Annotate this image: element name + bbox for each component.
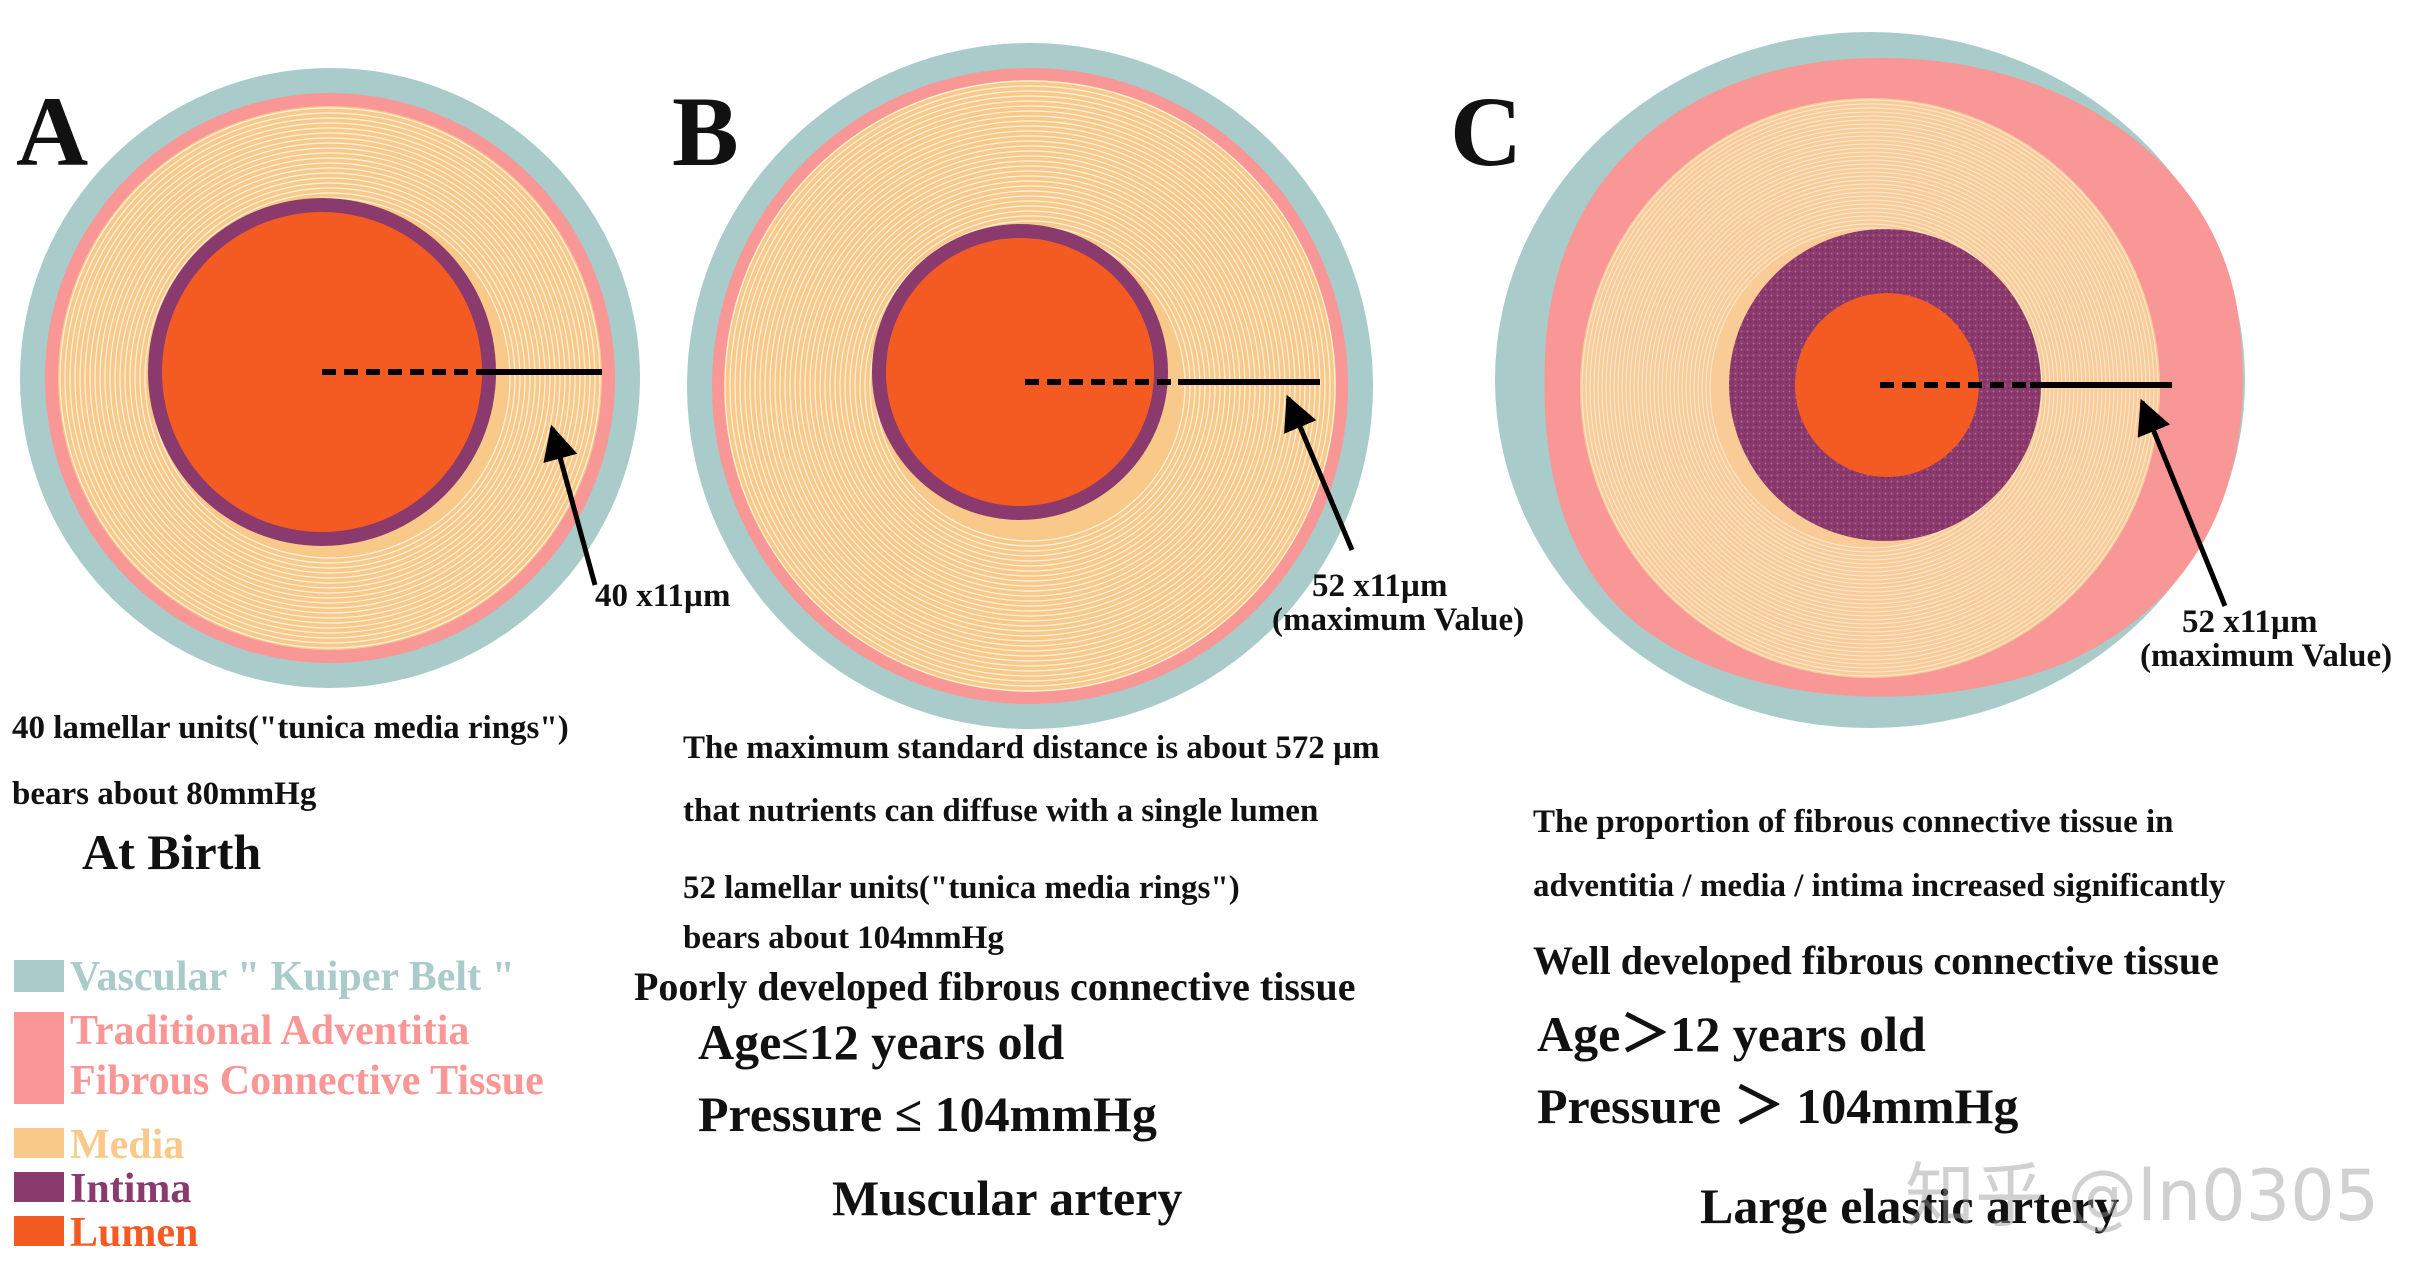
media-ring [824,180,1236,592]
media-ring [84,132,576,624]
stage-heading-a: At Birth [82,824,262,880]
media-ring [794,150,1266,622]
media-rings [724,80,1336,692]
media-ring [79,127,581,629]
legend-item-kuiper: Vascular " Kuiper Belt " [14,952,515,1002]
media-ring [784,140,1276,632]
cross-section-b [687,43,1373,729]
panel-label-a: A [16,76,89,187]
media-ring [744,100,1316,672]
media-ring [109,157,551,599]
media-ring [104,152,556,604]
media-ring [729,85,1331,687]
diffusion-note-line1: The maximum standard distance is about 5… [683,730,1380,766]
media-ring [734,90,1326,682]
pressure-bearing-b: bears about 104mmHg [683,920,1004,956]
media-ring [809,165,1251,607]
media-ring [124,172,536,584]
legend-label-adventitia-line1: Traditional Adventitia [70,1008,470,1054]
legend-label-kuiper: Vascular " Kuiper Belt " [70,954,515,1000]
panel-label-c: C [1450,76,1523,187]
media-ring [144,192,516,564]
fibrous-note-line2: adventitia / media / intima increased si… [1533,868,2226,904]
media-ring [859,215,1201,557]
legend-label-adventitia-line2: Fibrous Connective Tissue [70,1058,544,1105]
media-ring [739,95,1321,677]
media-ring [779,135,1281,637]
media-ring [89,137,571,619]
media-ring [59,107,601,649]
media-ring [769,125,1291,647]
media-ring [774,130,1286,642]
legend-label-media: Media [70,1122,185,1168]
media-ring [814,170,1246,602]
age-range-b: Age≤12 years old [698,1014,1065,1070]
legend-item-intima: Intima [14,1164,191,1214]
cross-section-c [1495,32,2245,728]
pressure-range-b: Pressure ≤ 104mmHg [698,1086,1157,1142]
pressure-range-c: Pressure ＞ 104mmHg [1537,1078,2019,1134]
legend-label-adventitia: Traditional Adventitia Fibrous Connectiv… [70,1006,544,1107]
media-ring [819,175,1241,597]
media-ring [849,205,1211,567]
media-ring [134,182,526,574]
legend-item-adventitia: Traditional Adventitia Fibrous Connectiv… [14,1006,544,1107]
artery-type-c: Large elastic artery [1700,1178,2120,1234]
measure-label-b: 52 x11µm [1312,568,1448,604]
legend-swatch-lumen [14,1216,64,1246]
legend-item-lumen: Lumen [14,1208,198,1258]
media-ring [839,195,1221,577]
lamellar-units-a: 40 lamellar units("tunica media rings") [12,710,569,746]
media-ring [799,155,1261,617]
media-ring [99,147,561,609]
media-ring [119,167,541,589]
legend-label-intima: Intima [70,1166,192,1212]
age-range-c: Age＞12 years old [1537,1006,1926,1062]
media-ring [64,112,596,644]
media-ring [754,110,1306,662]
measure-note-c: (maximum Value) [2140,638,2393,674]
legend-swatch-media [14,1128,64,1158]
media-ring [724,80,1336,692]
media-ring [749,105,1311,667]
media-ring [789,145,1271,627]
media-ring [94,142,566,614]
fibrous-note-line1: The proportion of fibrous connective tis… [1533,804,2174,840]
measure-label-a: 40 x11µm [595,578,731,614]
artery-type-b: Muscular artery [832,1170,1183,1226]
media-ring [804,160,1256,612]
tissue-development-b: Poorly developed fibrous connective tiss… [634,964,1356,1009]
media-ring [139,187,521,569]
legend-label-lumen: Lumen [70,1210,199,1256]
lamellar-units-b: 52 lamellar units("tunica media rings") [683,870,1240,906]
panel-label-b: B [672,76,739,187]
diffusion-note-line2: that nutrients can diffuse with a single… [683,793,1319,829]
legend-swatch-adventitia [14,1012,64,1104]
measure-label-c: 52 x11µm [2182,604,2318,640]
measure-arrow [2137,398,2228,607]
lumen [886,238,1154,506]
media-ring [69,117,591,639]
watermark: 知乎 @ln0305 [1905,1155,2380,1237]
media-ring [74,122,586,634]
legend-swatch-kuiper [14,960,64,992]
media-ring [854,210,1206,562]
legend-swatch-intima [14,1172,64,1202]
measure-arrow [543,424,598,586]
media-ring [829,185,1231,587]
media-ring [834,190,1226,582]
media-ring [764,120,1296,652]
media-ring [759,115,1301,657]
tissue-development-c: Well developed fibrous connective tissue [1533,938,2219,983]
legend-item-media: Media [14,1120,184,1170]
measure-arrow [1284,394,1355,551]
cross-section-a [20,68,640,688]
media-ring [114,162,546,594]
measure-note-b: (maximum Value) [1272,602,1525,638]
media-ring [129,177,531,579]
media-ring [844,200,1216,572]
pressure-bearing-a: bears about 80mmHg [12,776,317,812]
media-ring [864,220,1196,552]
